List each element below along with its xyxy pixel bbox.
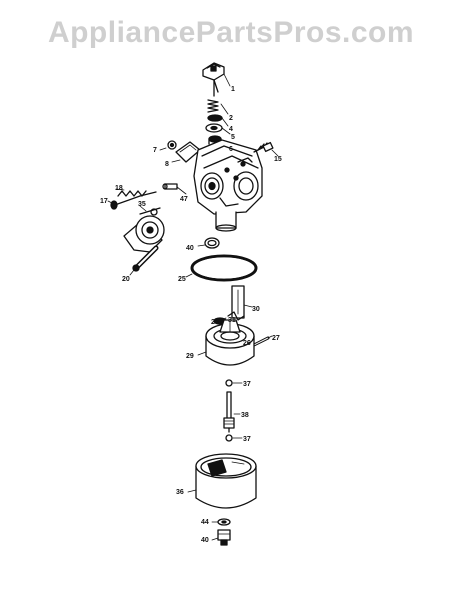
label-part-26: 26 <box>243 340 251 347</box>
label-part-44: 44 <box>201 519 209 526</box>
part-4-washer <box>207 114 223 122</box>
part-labels: 1 2 4 5 6 7 8 15 18 17 47 35 40 20 25 30… <box>100 86 282 544</box>
part-35-plate-assembly <box>123 207 165 253</box>
part-44-washer <box>217 518 231 526</box>
leader-29 <box>197 351 207 356</box>
leader-47 <box>176 186 187 195</box>
label-part-17: 17 <box>100 198 108 205</box>
label-part-36: 36 <box>176 489 184 496</box>
part-20-jet <box>132 245 159 272</box>
label-part-15: 15 <box>274 156 282 163</box>
label-part-5: 5 <box>231 134 235 141</box>
label-part-31: 31 <box>228 317 236 324</box>
label-part-25: 25 <box>178 276 186 283</box>
carburetor-body <box>193 139 263 232</box>
part-47-pin <box>162 183 178 190</box>
label-part-29: 29 <box>186 353 194 360</box>
leader-8 <box>171 159 181 163</box>
leader-35 <box>139 205 147 212</box>
part-7-screw <box>167 140 177 150</box>
part-25-gasket <box>190 254 258 282</box>
label-part-18: 18 <box>115 185 123 192</box>
part-17-needle <box>110 191 157 210</box>
label-part-40-upper: 40 <box>186 245 194 252</box>
part-27-pin <box>250 336 270 348</box>
part-40-lower-nut <box>217 529 231 546</box>
label-part-28: 28 <box>211 319 219 326</box>
label-part-6: 6 <box>229 146 233 153</box>
label-part-30: 30 <box>252 306 260 313</box>
part-31-clip <box>227 311 245 321</box>
label-part-8: 8 <box>165 161 169 168</box>
part-1-bracket <box>202 62 225 97</box>
part-36-float-bowl <box>195 453 257 509</box>
label-part-7: 7 <box>153 147 157 154</box>
label-part-20: 20 <box>122 276 130 283</box>
leader-36 <box>187 489 197 493</box>
label-part-27: 27 <box>272 335 280 342</box>
leader-18 <box>115 188 125 191</box>
label-part-4: 4 <box>229 126 233 133</box>
part-37-lower-ring <box>225 434 233 442</box>
label-part-35: 35 <box>138 201 146 208</box>
leader-17 <box>107 200 113 204</box>
leader-27 <box>267 335 273 339</box>
label-part-1: 1 <box>231 86 235 93</box>
leader-15 <box>271 149 279 157</box>
leader-25 <box>185 273 193 278</box>
part-38-tube <box>223 391 235 433</box>
leader-20 <box>129 269 135 276</box>
leader-30 <box>243 304 253 308</box>
part-2-spring <box>207 99 219 113</box>
leader-40-lower <box>211 537 219 541</box>
label-part-40-lower: 40 <box>201 537 209 544</box>
watermark: AppliancePartsPros.com <box>47 16 415 49</box>
leader-2 <box>220 103 229 115</box>
part-40-upper-ring <box>204 237 220 249</box>
part-15-screw <box>253 141 274 153</box>
leader-4 <box>221 117 229 127</box>
part-30-pin <box>231 285 245 319</box>
part-37-upper-ring <box>225 379 233 387</box>
label-part-37-upper: 37 <box>243 381 251 388</box>
leader-1 <box>223 73 231 87</box>
leader-40-upper <box>197 244 206 247</box>
part-29-float <box>205 319 255 366</box>
label-part-2: 2 <box>229 115 233 122</box>
label-part-47: 47 <box>180 196 188 203</box>
part-5-seal <box>205 123 223 133</box>
label-part-38: 38 <box>241 412 249 419</box>
leader-7 <box>159 147 167 151</box>
label-part-37-lower: 37 <box>243 436 251 443</box>
leader-5 <box>221 127 231 135</box>
